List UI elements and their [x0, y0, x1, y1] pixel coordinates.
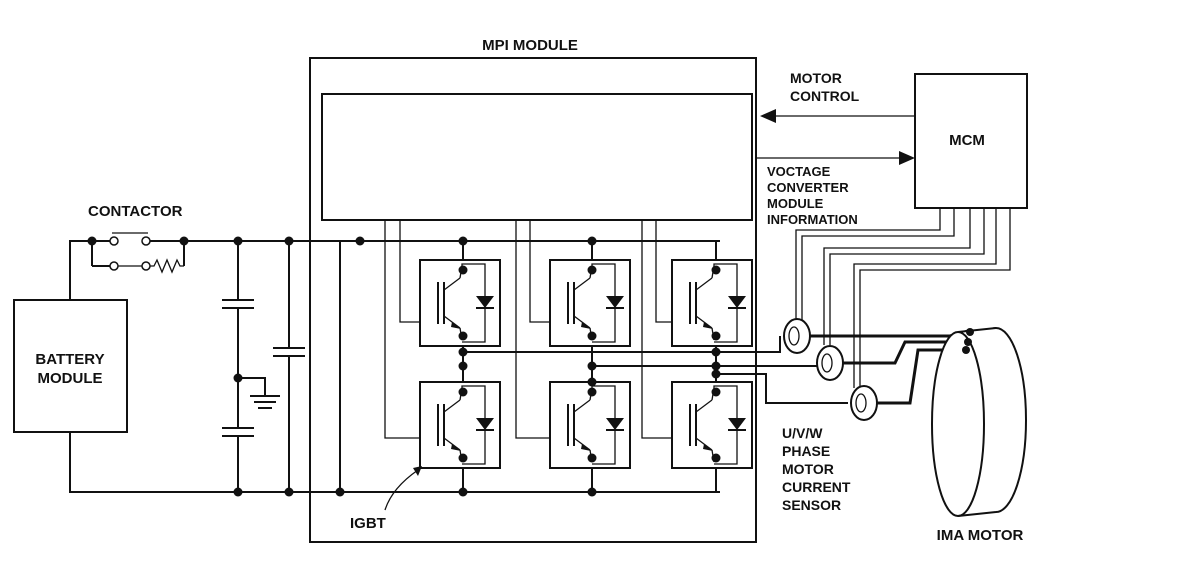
- sensor-signal-lines: [795, 208, 1011, 388]
- vcm-info-label-line4: INFORMATION: [767, 212, 858, 227]
- motor-control-label-line1: MOTOR: [790, 70, 842, 86]
- current-sensor-label-line4: CURRENT: [782, 479, 851, 495]
- mpi-module-label: MPI MODULE: [482, 37, 578, 54]
- vcm-info-label-line1: VOCTAGE: [767, 164, 831, 179]
- contactor-label: CONTACTOR: [88, 203, 183, 220]
- current-sensor-label-line2: PHASE: [782, 443, 830, 459]
- mpi-control-unit-box: [321, 93, 753, 221]
- current-sensor-label-line5: SENSOR: [782, 497, 841, 513]
- current-sensor-label-line3: MOTOR: [782, 461, 834, 477]
- battery-module-label-line1: BATTERY: [35, 351, 104, 368]
- gate-drive-lines: [384, 220, 672, 439]
- mcm-box: [914, 73, 1028, 209]
- battery-module-label-line2: MODULE: [38, 370, 103, 387]
- current-sensor-u: [783, 318, 811, 354]
- igbt-lower-w: [671, 381, 753, 469]
- cell-junctions: [458, 265, 721, 463]
- current-sensor-w: [850, 385, 878, 421]
- igbt-upper-w: [671, 259, 753, 347]
- igbt-label: IGBT: [350, 515, 386, 532]
- capacitor-bank: [222, 236, 305, 497]
- vcm-info-label-line2: CONVERTER: [767, 180, 849, 195]
- contactor-switch: [87, 232, 189, 274]
- current-sensor-label-line1: U/V/W: [782, 425, 823, 441]
- mcm-label: MCM: [949, 132, 985, 149]
- phase-output-lines: [458, 336, 848, 404]
- mpi-module-box: [309, 57, 757, 543]
- vcm-info-label-line3: MODULE: [767, 196, 824, 211]
- ima-motor-label: IMA MOTOR: [937, 527, 1024, 544]
- ima-motor: [931, 327, 1027, 517]
- current-sensor-v: [816, 345, 844, 381]
- dc-bus-wiring: [69, 236, 720, 497]
- motor-control-label-line2: CONTROL: [790, 88, 860, 104]
- igbt-pointer-arrow: [384, 469, 419, 511]
